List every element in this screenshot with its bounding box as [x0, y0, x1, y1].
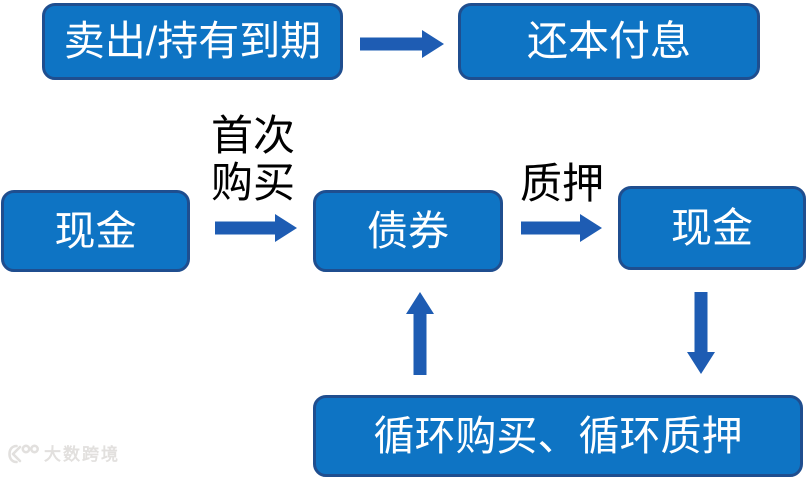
edge-label-first-purchase: 首次 购买 [190, 112, 316, 206]
edge-label-pledge: 质押 [512, 160, 612, 207]
node-repay-principal-interest: 还本付息 [458, 3, 760, 80]
edge-label-first-purchase-line1: 首次 [210, 112, 295, 159]
arrow-right-bond-to-cash-icon [521, 214, 602, 242]
arrow-right-sell-to-repay-icon [360, 30, 444, 58]
watermark-text: 大数跨境 [44, 444, 120, 464]
edge-label-first-purchase-line2: 购买 [210, 159, 295, 206]
arrow-down-cash-to-cycle-icon [687, 292, 715, 374]
node-sell-hold-label: 卖出/持有到期 [63, 18, 322, 64]
node-cycle-purchase-pledge: 循环购买、循环质押 [313, 395, 803, 477]
node-bond-label: 债券 [367, 207, 449, 254]
arrow-right-cash-to-bond-icon [215, 214, 297, 242]
node-sell-hold-to-maturity: 卖出/持有到期 [42, 3, 343, 80]
edge-label-pledge-text: 质押 [519, 160, 604, 207]
node-bond: 债券 [313, 190, 503, 272]
node-cash-right-label: 现金 [671, 204, 753, 251]
watermark: 大数跨境 [7, 442, 120, 466]
node-cash-left-label: 现金 [54, 207, 137, 254]
watermark-logo-icon [8, 444, 39, 464]
node-cash-right: 现金 [618, 186, 806, 270]
node-cycle-label: 循环购买、循环质押 [373, 412, 743, 459]
node-repay-label: 还本付息 [527, 18, 691, 64]
node-cash-left: 现金 [1, 190, 190, 272]
arrow-up-cycle-to-bond-icon [406, 292, 434, 375]
